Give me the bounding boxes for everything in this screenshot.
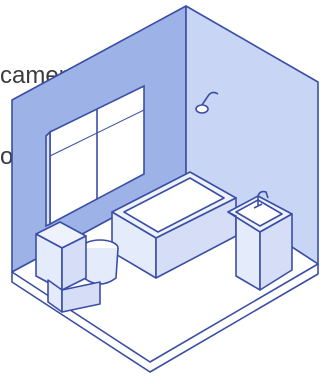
sink [228, 196, 292, 290]
